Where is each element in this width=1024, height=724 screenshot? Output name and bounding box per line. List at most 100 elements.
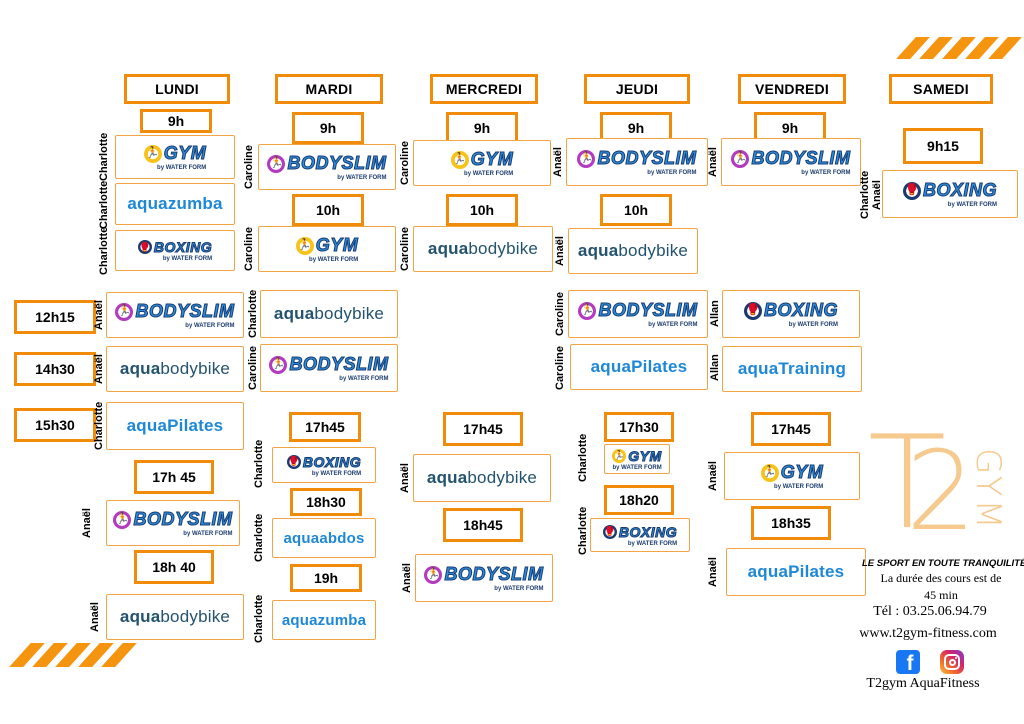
time-mardi-9h: 9h <box>292 112 364 144</box>
class-card-aquapilates: aquaPilates <box>726 548 866 596</box>
runner-icon: 🏃 <box>267 154 286 173</box>
coach-label: Charlotte <box>253 439 265 489</box>
coach-label: Anaël <box>399 463 411 493</box>
time-12h15: 12h15 <box>14 300 96 334</box>
facebook-icon[interactable]: f <box>896 650 920 674</box>
coach-label: Anaël <box>552 147 564 177</box>
runner-icon: 🏃 <box>577 149 596 168</box>
coach-label: Caroline <box>554 346 566 391</box>
coach-label: Charlotte <box>93 401 105 451</box>
corner-stripes-bottom-left <box>9 643 137 667</box>
class-card-aquapilates: aquaPilates <box>106 402 244 450</box>
coach-label: Charlotte <box>98 226 110 276</box>
time-lundi-17h45: 17h 45 <box>134 460 214 494</box>
day-header-samedi: SAMEDI <box>889 74 993 104</box>
class-card-aquazumba: aquazumba <box>272 600 376 640</box>
coach-label: Allan <box>709 354 721 382</box>
runner-icon: 🏃 <box>269 355 288 374</box>
time-14h30: 14h30 <box>14 352 96 386</box>
coach-label: Anaël <box>707 147 719 177</box>
runner-icon: 🏃 <box>578 301 597 320</box>
day-header-lundi: LUNDI <box>124 74 230 104</box>
day-header-jeudi: JEUDI <box>584 74 690 104</box>
coach-label: Charlotte <box>253 513 265 563</box>
class-card-aquabodybike: aquabodybike <box>106 594 244 640</box>
class-card-aquabodybike: aquabodybike <box>413 454 551 502</box>
class-card-aquabodybike: aquabodybike <box>106 346 244 392</box>
time-jeudi-10h: 10h <box>600 194 672 226</box>
slogan: LE SPORT EN TOUTE TRANQUILITÉ <box>862 558 1024 569</box>
runner-icon: 🏃 <box>424 565 443 584</box>
boxer-icon: 🥊 <box>602 524 617 539</box>
boxer-icon: 🥊 <box>743 301 762 320</box>
runner-icon: 🏃 <box>731 149 750 168</box>
runner-icon: 🏃 <box>760 463 779 482</box>
day-header-mercredi: MERCREDI <box>430 74 538 104</box>
coach-label: Anaël <box>93 300 105 330</box>
runner-icon: 🏃 <box>612 448 627 463</box>
t2gym-logo: T 2 GYM <box>868 409 1008 558</box>
class-card-aquabodybike: aquabodybike <box>568 228 698 274</box>
coach-label: Allan <box>709 300 721 328</box>
day-header-vendredi: VENDREDI <box>738 74 846 104</box>
boxer-icon: 🥊 <box>137 240 152 254</box>
time-vendredi-18h35: 18h35 <box>751 506 831 540</box>
coach-label: Charlotte <box>253 594 265 644</box>
coach-label: Charlotte <box>98 132 110 182</box>
runner-icon: 🏃 <box>295 236 314 255</box>
coach-label: Charlotte <box>577 433 589 483</box>
class-card-aquatraining: aquaTraining <box>722 346 862 392</box>
time-mercredi-18h45: 18h45 <box>443 508 523 542</box>
boxer-icon: 🥊 <box>902 181 921 200</box>
class-card-aquaabdos: aquaabdos <box>272 518 376 558</box>
class-card-aquazumba: aquazumba <box>115 183 235 225</box>
coach-label: Caroline <box>399 227 411 272</box>
coach-label: Anaël <box>89 602 101 632</box>
duration-line-1: La durée des cours est de <box>880 571 1002 585</box>
phone-number: Tél : 03.25.06.94.79 <box>873 604 987 619</box>
class-card-aquabodybike: aquabodybike <box>413 226 553 272</box>
time-15h30: 15h30 <box>14 408 96 442</box>
coach-label: Anaël <box>81 508 93 538</box>
time-lundi-18h40: 18h 40 <box>134 550 214 584</box>
time-mercredi-17h45: 17h45 <box>443 412 523 446</box>
coach-label: Caroline <box>243 145 255 190</box>
class-card-aquapilates: aquaPilates <box>570 344 708 390</box>
instagram-icon[interactable] <box>940 650 964 674</box>
time-vendredi-17h45: 17h45 <box>751 412 831 446</box>
runner-icon: 🏃 <box>115 302 134 321</box>
duration-line-2: 45 min <box>924 588 958 602</box>
runner-icon: 🏃 <box>143 144 162 163</box>
time-lundi-9h: 9h <box>140 109 212 133</box>
coach-label: Anaël <box>707 557 719 587</box>
time-mardi-10h: 10h <box>292 194 364 226</box>
coach-label: Caroline <box>399 141 411 186</box>
runner-icon: 🏃 <box>113 510 132 529</box>
coach-label: Charlotte <box>577 506 589 556</box>
time-jeudi-17h30: 17h30 <box>604 412 674 442</box>
time-samedi-9h15: 9h15 <box>903 128 983 164</box>
coach-label: Anaël <box>707 461 719 491</box>
time-jeudi-18h20: 18h20 <box>604 485 674 515</box>
boxer-icon: 🥊 <box>286 454 301 469</box>
coach-label: Charlotte <box>98 180 110 230</box>
website-link[interactable]: www.t2gym-fitness.com <box>859 626 997 641</box>
coach-label: Anaël <box>401 563 413 593</box>
time-mardi-17h45: 17h45 <box>289 412 361 442</box>
coach-label: Anaël <box>93 354 105 384</box>
